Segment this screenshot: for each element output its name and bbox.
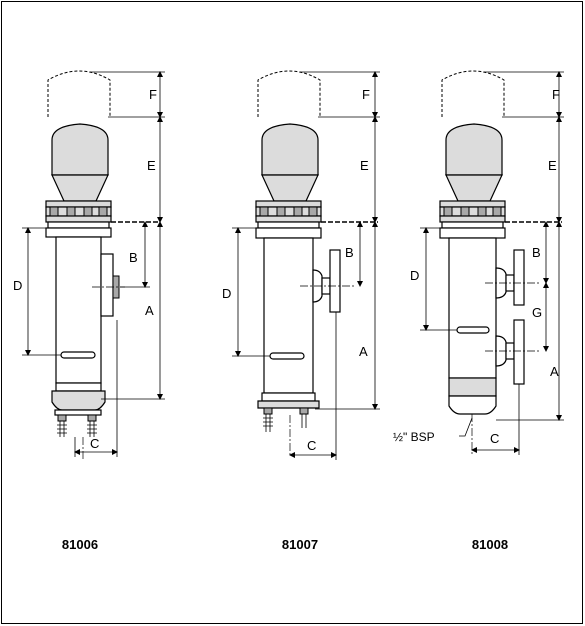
unit-81007: F E B A D C 81007 — [222, 70, 380, 552]
electrode-left — [57, 421, 67, 437]
collar — [47, 221, 110, 229]
collar-2 — [45, 227, 112, 238]
sight-slot — [456, 326, 490, 334]
dome-cap — [51, 123, 109, 176]
sight-slot — [60, 351, 96, 359]
electrode-plate — [54, 409, 102, 416]
electrode-nut-right — [87, 414, 97, 422]
dome-cap — [261, 123, 319, 176]
collar-2 — [255, 227, 322, 239]
sight-slot — [269, 352, 305, 360]
label-F: F — [149, 87, 157, 102]
dome-cap — [445, 123, 503, 176]
collar — [257, 221, 320, 229]
cap-clearance-outline — [257, 70, 321, 117]
label-C: C — [307, 438, 316, 453]
flange-top — [439, 200, 506, 208]
bottom-collar — [55, 382, 102, 392]
electrode-nut-left — [57, 414, 67, 422]
label-E: E — [147, 158, 156, 173]
electrode-right — [301, 414, 307, 428]
flange-bottom — [439, 215, 506, 223]
model-81008: 81008 — [472, 537, 508, 552]
label-B: B — [532, 245, 541, 260]
bolt-3 — [83, 206, 93, 217]
label-G: G — [532, 305, 542, 320]
body-tube — [448, 237, 497, 379]
bottom-cup — [448, 395, 497, 415]
label-B: B — [129, 250, 138, 265]
unit-81008: F E B G A D C ½" BSP 81008 — [393, 70, 564, 552]
body-tube — [55, 236, 102, 384]
model-81007: 81007 — [282, 537, 318, 552]
bsp-leader — [459, 417, 473, 437]
label-F: F — [362, 87, 370, 102]
label-E: E — [360, 158, 369, 173]
label-B: B — [345, 245, 354, 260]
label-E: E — [548, 158, 557, 173]
side-port-flange — [329, 249, 341, 313]
label-F: F — [552, 87, 560, 102]
collar — [441, 221, 504, 229]
cap-clearance-outline — [47, 70, 111, 117]
label-D: D — [13, 278, 22, 293]
flange-top — [255, 200, 322, 208]
upper-port-flange — [513, 249, 525, 306]
model-81006: 81006 — [62, 537, 98, 552]
side-port — [100, 253, 114, 317]
bottom-cup — [51, 390, 106, 411]
cone — [445, 174, 503, 202]
cone — [51, 174, 109, 202]
bottom-collar — [448, 377, 497, 397]
label-C: C — [490, 431, 499, 446]
bolt-1 — [49, 206, 59, 217]
label-C: C — [90, 436, 99, 451]
electrode-left — [263, 414, 273, 432]
unit-81006: F E B A D C 81006 — [13, 70, 165, 552]
label-A: A — [359, 344, 368, 359]
body-tube — [263, 237, 314, 394]
label-D: D — [410, 268, 419, 283]
lower-port-flange — [513, 319, 525, 385]
label-bsp: ½" BSP — [393, 430, 435, 444]
bottom-cup — [257, 400, 320, 409]
label-A: A — [145, 303, 154, 318]
label-D: D — [222, 286, 231, 301]
electrode-right — [87, 421, 97, 437]
collar-2 — [439, 227, 506, 239]
cone — [261, 174, 319, 202]
bolt-4 — [98, 206, 108, 217]
flange-bottom — [255, 215, 322, 223]
cap-clearance-outline — [441, 70, 505, 117]
label-A: A — [550, 364, 559, 379]
bolt-2 — [66, 206, 76, 217]
bottom-collar — [261, 392, 316, 402]
flange-top — [45, 200, 112, 208]
flange-bottom — [45, 215, 112, 223]
